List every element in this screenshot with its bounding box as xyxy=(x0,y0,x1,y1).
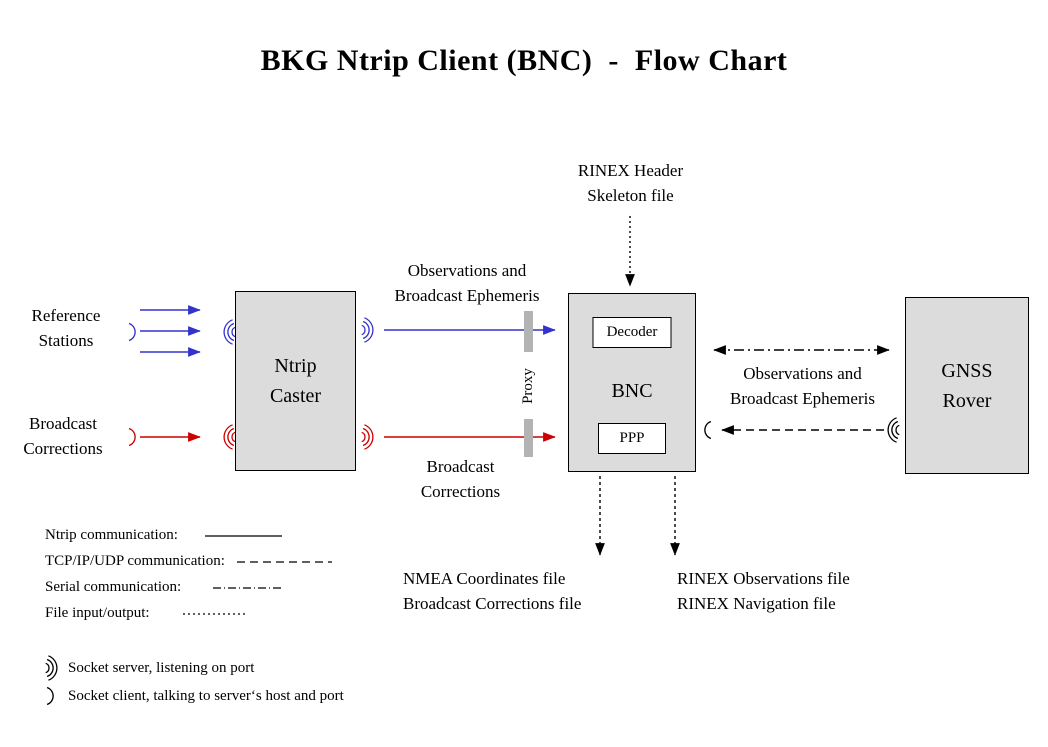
reference-station-arrows xyxy=(140,305,201,357)
radio-waves-icon-rover xyxy=(887,417,900,443)
rinex-files-label: RINEX Observations file RINEX Navigation… xyxy=(677,569,850,613)
legend-socket-client-label: Socket client, talking to server‘s host … xyxy=(68,688,344,704)
proxy-bar-top xyxy=(524,311,533,352)
gnss-rover-label: GNSS Rover xyxy=(941,359,993,412)
page-title: BKG Ntrip Client (BNC) - Flow Chart xyxy=(260,44,788,77)
gnss-rover-box: GNSS Rover xyxy=(905,297,1029,474)
socket-client-icon-legend xyxy=(46,686,54,706)
ntrip-caster-box: Ntrip Caster xyxy=(235,291,356,471)
legend-socket-server-label: Socket server, listening on port xyxy=(68,660,255,676)
socket-server-icon-caster-out-red xyxy=(361,424,374,450)
socket-server-icon-legend xyxy=(45,655,58,681)
proxy-bar-bottom xyxy=(524,419,533,457)
socket-server-icon-caster-out-blue xyxy=(361,317,374,343)
socket-client-icon-ref xyxy=(128,322,136,342)
socket-client-icon-corrections xyxy=(128,427,136,447)
ntrip-caster-label: Ntrip Caster xyxy=(269,355,322,407)
broadcast-corrections-mid-label: Broadcast Corrections xyxy=(420,457,501,501)
ppp-label: PPP xyxy=(619,430,645,447)
observations-right-label: Observations and Broadcast Ephemeris xyxy=(730,364,875,408)
nmea-files-label: NMEA Coordinates file Broadcast Correcti… xyxy=(403,569,582,613)
legend-tcp-label: TCP/IP/UDP communication: xyxy=(45,553,225,569)
observations-top-label: Observations and Broadcast Ephemeris xyxy=(394,261,540,305)
radio-waves-icon-caster-in-red xyxy=(223,424,236,450)
radio-waves-icon-caster-in-blue xyxy=(223,319,236,345)
reference-stations-label: Reference Stations xyxy=(31,306,101,350)
broadcast-corrections-left-label: Broadcast Corrections xyxy=(23,414,103,458)
legend-ntrip-label: Ntrip communication: xyxy=(45,527,178,543)
decoder-box: Decoder xyxy=(592,317,672,348)
legend-serial-label: Serial communication: xyxy=(45,579,182,595)
ppp-box: PPP xyxy=(598,423,666,454)
bnc-box: Decoder BNC PPP xyxy=(568,293,696,472)
decoder-label: Decoder xyxy=(606,324,658,341)
proxy-label: Proxy xyxy=(520,368,536,404)
socket-client-icon-bnc xyxy=(704,420,712,440)
bnc-label: BNC xyxy=(611,380,653,402)
rinex-header-skeleton-label: RINEX Header Skeleton file xyxy=(577,161,684,205)
legend-file-label: File input/output: xyxy=(45,605,150,621)
